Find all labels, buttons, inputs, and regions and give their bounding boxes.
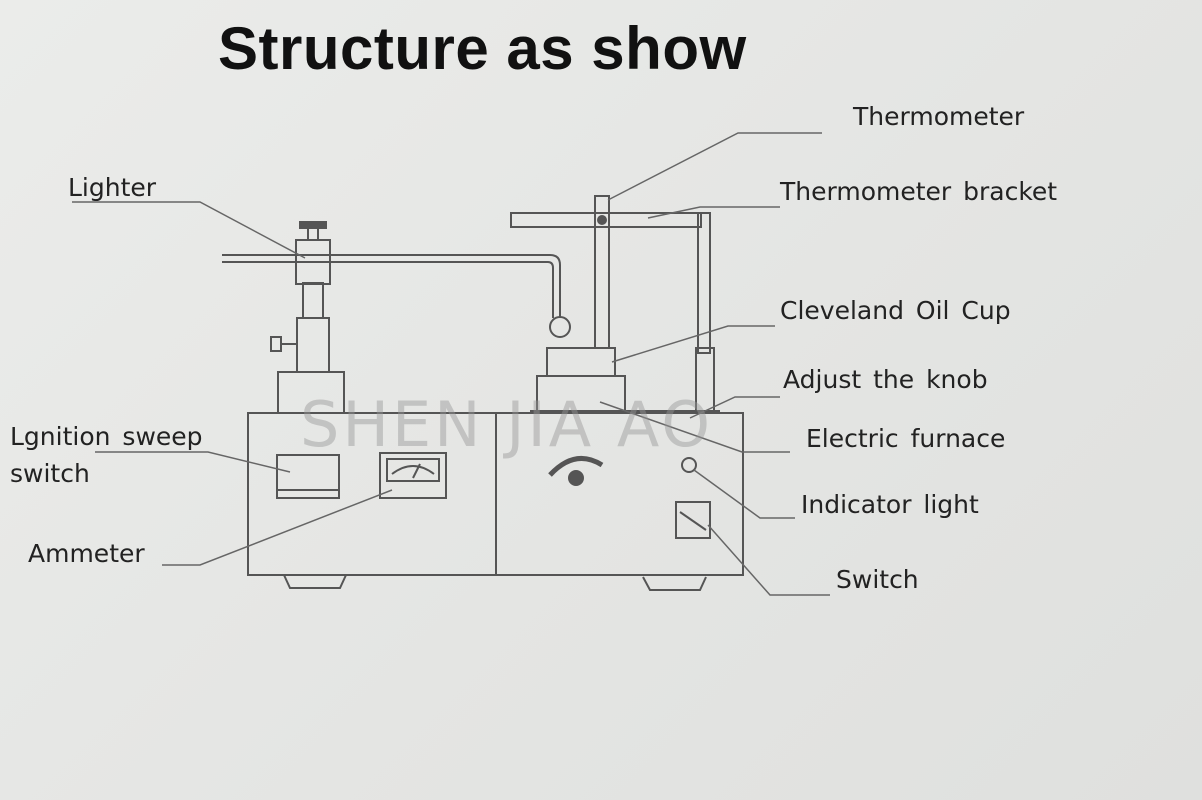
indicator-light	[681, 457, 697, 473]
left-foot	[283, 574, 347, 589]
label-switch: Switch	[836, 565, 919, 594]
leader-lighter	[72, 201, 306, 259]
thermometer-rod	[594, 195, 610, 349]
label-cleveland-oil-cup: Cleveland Oil Cup	[780, 296, 1011, 325]
label-thermometer: Thermometer	[853, 102, 1025, 131]
label-ignition-switch-line1: Lgnition sweep	[10, 422, 203, 451]
ignition-switch-box	[276, 454, 340, 499]
oil-cup	[546, 347, 616, 377]
leader-thermometer	[607, 132, 822, 201]
lighter-knob	[549, 316, 571, 338]
bracket-post	[697, 212, 711, 354]
leader-oil-cup	[611, 325, 775, 363]
lighter-tube	[222, 254, 561, 318]
label-lighter: Lighter	[68, 173, 157, 202]
diagram-title: Structure as show	[218, 15, 747, 82]
bracket-arm	[510, 212, 702, 228]
leader-adjust-knob	[689, 396, 780, 419]
lighter-column	[296, 317, 330, 373]
leader-thermometer-bracket	[647, 206, 780, 219]
ammeter-box	[379, 452, 447, 499]
leader-indicator-light	[693, 469, 795, 519]
leader-ignition-switch	[95, 451, 291, 473]
label-thermometer-bracket: Thermometer bracket	[780, 177, 1058, 206]
leader-electric-furnace	[599, 401, 790, 453]
leader-switch	[707, 524, 830, 596]
adjust-knob-arc	[548, 455, 604, 477]
watermark: SHEN JIA AO	[300, 388, 714, 461]
label-adjust-knob: Adjust the knob	[783, 365, 988, 394]
label-electric-furnace: Electric furnace	[806, 424, 1006, 453]
label-ignition-switch-line2: switch	[10, 459, 90, 488]
label-ammeter: Ammeter	[28, 539, 145, 568]
right-foot	[642, 576, 707, 591]
leader-ammeter	[162, 489, 393, 566]
label-indicator-light: Indicator light	[801, 490, 979, 519]
power-switch-box	[675, 501, 711, 539]
